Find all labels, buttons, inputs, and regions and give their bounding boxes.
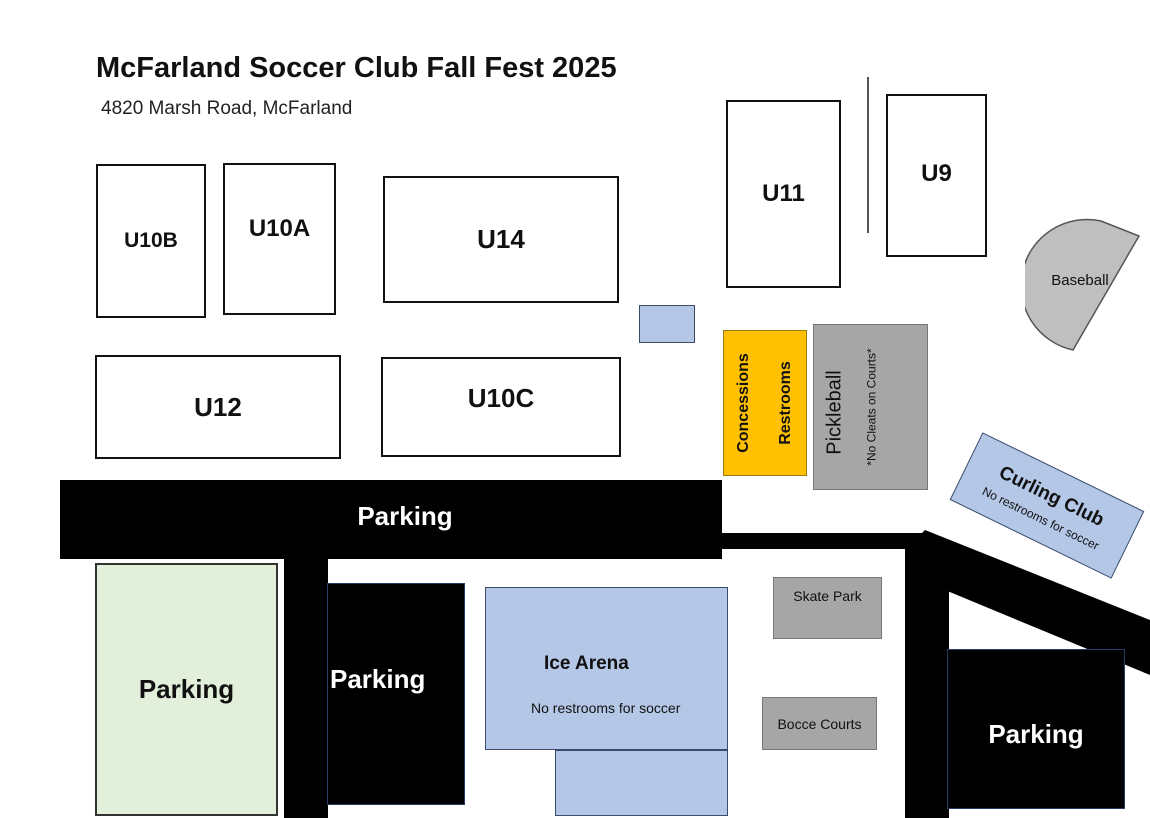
pickleball-label: Pickleball: [823, 369, 846, 455]
field-u10a-label: U10A: [248, 215, 311, 242]
center-parking-label: Parking: [330, 663, 426, 694]
field-u11-label: U11: [762, 180, 805, 207]
field-u10c-label: U10C: [467, 383, 535, 413]
connector-road: [720, 533, 930, 549]
ice-arena-annex: [555, 750, 728, 816]
diagonal-road-shape: [905, 530, 1150, 675]
map-title: McFarland Soccer Club Fall Fest 2025: [96, 52, 617, 84]
field-u10c: U10C: [381, 357, 621, 457]
ice-arena: [485, 587, 728, 750]
restrooms-label: Restrooms: [777, 361, 795, 445]
field-u14-label: U14: [477, 224, 525, 254]
concessions-label: Concessions: [735, 353, 752, 453]
baseball-field: Baseball: [1025, 218, 1141, 351]
ice-arena-label: Ice Arena: [544, 653, 629, 674]
west-vertical-road: [284, 555, 328, 818]
field-u10b: U10B: [96, 164, 206, 318]
pickleball-note: *No Cleats on Courts*: [865, 348, 880, 466]
baseball-shape: [1025, 218, 1141, 351]
east-vertical-road: [905, 545, 949, 818]
skate-park: Skate Park: [773, 577, 882, 639]
green-parking-lot: Parking: [95, 563, 278, 816]
baseball-label: Baseball: [1051, 272, 1109, 289]
field-u10a: U10A: [223, 163, 336, 315]
ice-arena-note: No restrooms for soccer: [531, 700, 681, 716]
field-u9: U9: [886, 94, 987, 257]
field-u10b-label: U10B: [124, 229, 178, 252]
east-parking-lot: Parking: [947, 649, 1125, 809]
bocce-courts-label: Bocce Courts: [777, 715, 862, 732]
field-u11: U11: [726, 100, 841, 288]
small-building: [639, 305, 695, 343]
field-u14: U14: [383, 176, 619, 303]
field-u9-label: U9: [921, 160, 952, 187]
main-parking-label: Parking: [357, 500, 453, 531]
east-parking-label: Parking: [988, 718, 1084, 749]
green-parking-label: Parking: [138, 674, 235, 704]
divider-line: [867, 77, 869, 233]
field-u12: U12: [95, 355, 341, 459]
main-parking-road: [60, 480, 722, 559]
field-u12-label: U12: [194, 391, 242, 422]
diagonal-road: [905, 530, 1150, 675]
concessions-restrooms: [723, 330, 807, 476]
center-parking-lot: Parking: [327, 583, 465, 805]
bocce-courts: Bocce Courts: [762, 697, 877, 750]
skate-park-label: Skate Park: [793, 588, 862, 604]
map-address: 4820 Marsh Road, McFarland: [101, 98, 353, 119]
pickleball-courts: [813, 324, 928, 490]
